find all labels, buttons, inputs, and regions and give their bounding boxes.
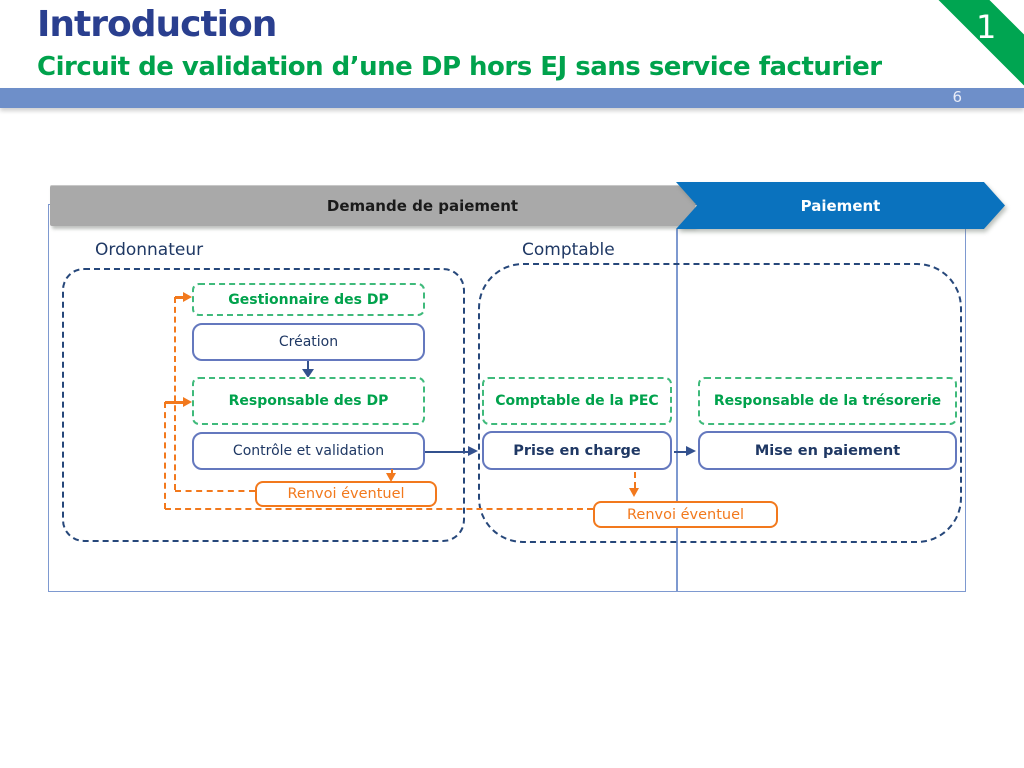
step-label-creation: Création (278, 334, 339, 350)
page-number: 6 (952, 88, 962, 106)
return-line-horizontal-comptable (165, 508, 593, 510)
lane-label-ordonnateur: Ordonnateur (95, 240, 204, 260)
return-arrowhead-responsable (183, 397, 192, 407)
comptable-group-outline (478, 263, 962, 543)
arrow-controle-to-prise-stem (425, 451, 469, 453)
arrow-controle-to-renvoi-head (386, 473, 396, 482)
role-box-gestionnaire-des-dp: Gestionnaire des DP (192, 283, 425, 316)
step-box-prise-en-charge: Prise en charge (482, 431, 672, 470)
renvoi-box-comptable: Renvoi éventuel (593, 501, 778, 528)
arrow-controle-to-prise-head (468, 446, 478, 456)
page-title: Introduction (37, 4, 277, 45)
corner-ribbon (902, 0, 1024, 88)
return-line-vertical-responsable (164, 402, 166, 509)
phase-demande-banner: Demande de paiement (50, 185, 695, 226)
section-number: 1 (976, 8, 997, 46)
step-box-controle-validation: Contrôle et validation (192, 432, 425, 470)
renvoi-box-ordonnateur: Renvoi éventuel (255, 481, 437, 507)
arrow-creation-to-responsable-stem (307, 361, 309, 370)
arrow-prise-to-renvoi-head (629, 488, 639, 497)
role-label-responsable-tresorerie: Responsable de la trésorerie (713, 393, 942, 409)
role-label-responsable: Responsable des DP (228, 393, 389, 409)
role-box-responsable-des-dp: Responsable des DP (192, 377, 425, 425)
step-label-controle: Contrôle et validation (232, 443, 385, 459)
phase-paiement-label: Paiement (800, 196, 881, 215)
renvoi-label-comptable: Renvoi éventuel (626, 506, 745, 523)
paiement-arrow-shape: Paiement (676, 182, 1005, 229)
role-box-responsable-tresorerie: Responsable de la trésorerie (698, 377, 957, 425)
arrow-prise-to-mise-stem (674, 451, 687, 453)
arrow-controle-to-renvoi-stem (391, 469, 393, 474)
arrow-prise-to-renvoi-stem (634, 472, 636, 488)
step-label-prise-en-charge: Prise en charge (513, 442, 641, 459)
arrow-prise-to-mise-head (686, 446, 696, 456)
phase-demande-label: Demande de paiement (326, 196, 519, 215)
step-box-mise-en-paiement: Mise en paiement (698, 431, 957, 470)
phase-divider-line (676, 229, 678, 592)
divider-bar: 6 (0, 88, 1024, 108)
renvoi-label-ordonnateur: Renvoi éventuel (287, 486, 405, 502)
return-line-horizontal-ordonnateur (175, 490, 255, 492)
return-arrowhead-gestionnaire (183, 292, 192, 302)
lane-label-comptable: Comptable (522, 240, 615, 260)
role-label-comptable-pec: Comptable de la PEC (495, 393, 659, 409)
return-arrow-stem-gestionnaire (175, 296, 184, 299)
arrow-creation-to-responsable-head (302, 369, 314, 378)
slide-header: Introduction Circuit de validation d’une… (0, 0, 1024, 88)
ordonnateur-group-outline (62, 268, 465, 542)
step-label-mise-en-paiement: Mise en paiement (754, 442, 901, 459)
return-line-vertical-gestionnaire (174, 297, 176, 490)
page-subtitle: Circuit de validation d’une DP hors EJ s… (37, 52, 882, 82)
step-box-creation: Création (192, 323, 425, 361)
phase-paiement-banner: Paiement (676, 182, 1005, 229)
role-box-comptable-pec: Comptable de la PEC (482, 377, 672, 425)
role-label-gestionnaire: Gestionnaire des DP (228, 291, 389, 308)
return-arrow-stem-responsable (165, 401, 183, 404)
